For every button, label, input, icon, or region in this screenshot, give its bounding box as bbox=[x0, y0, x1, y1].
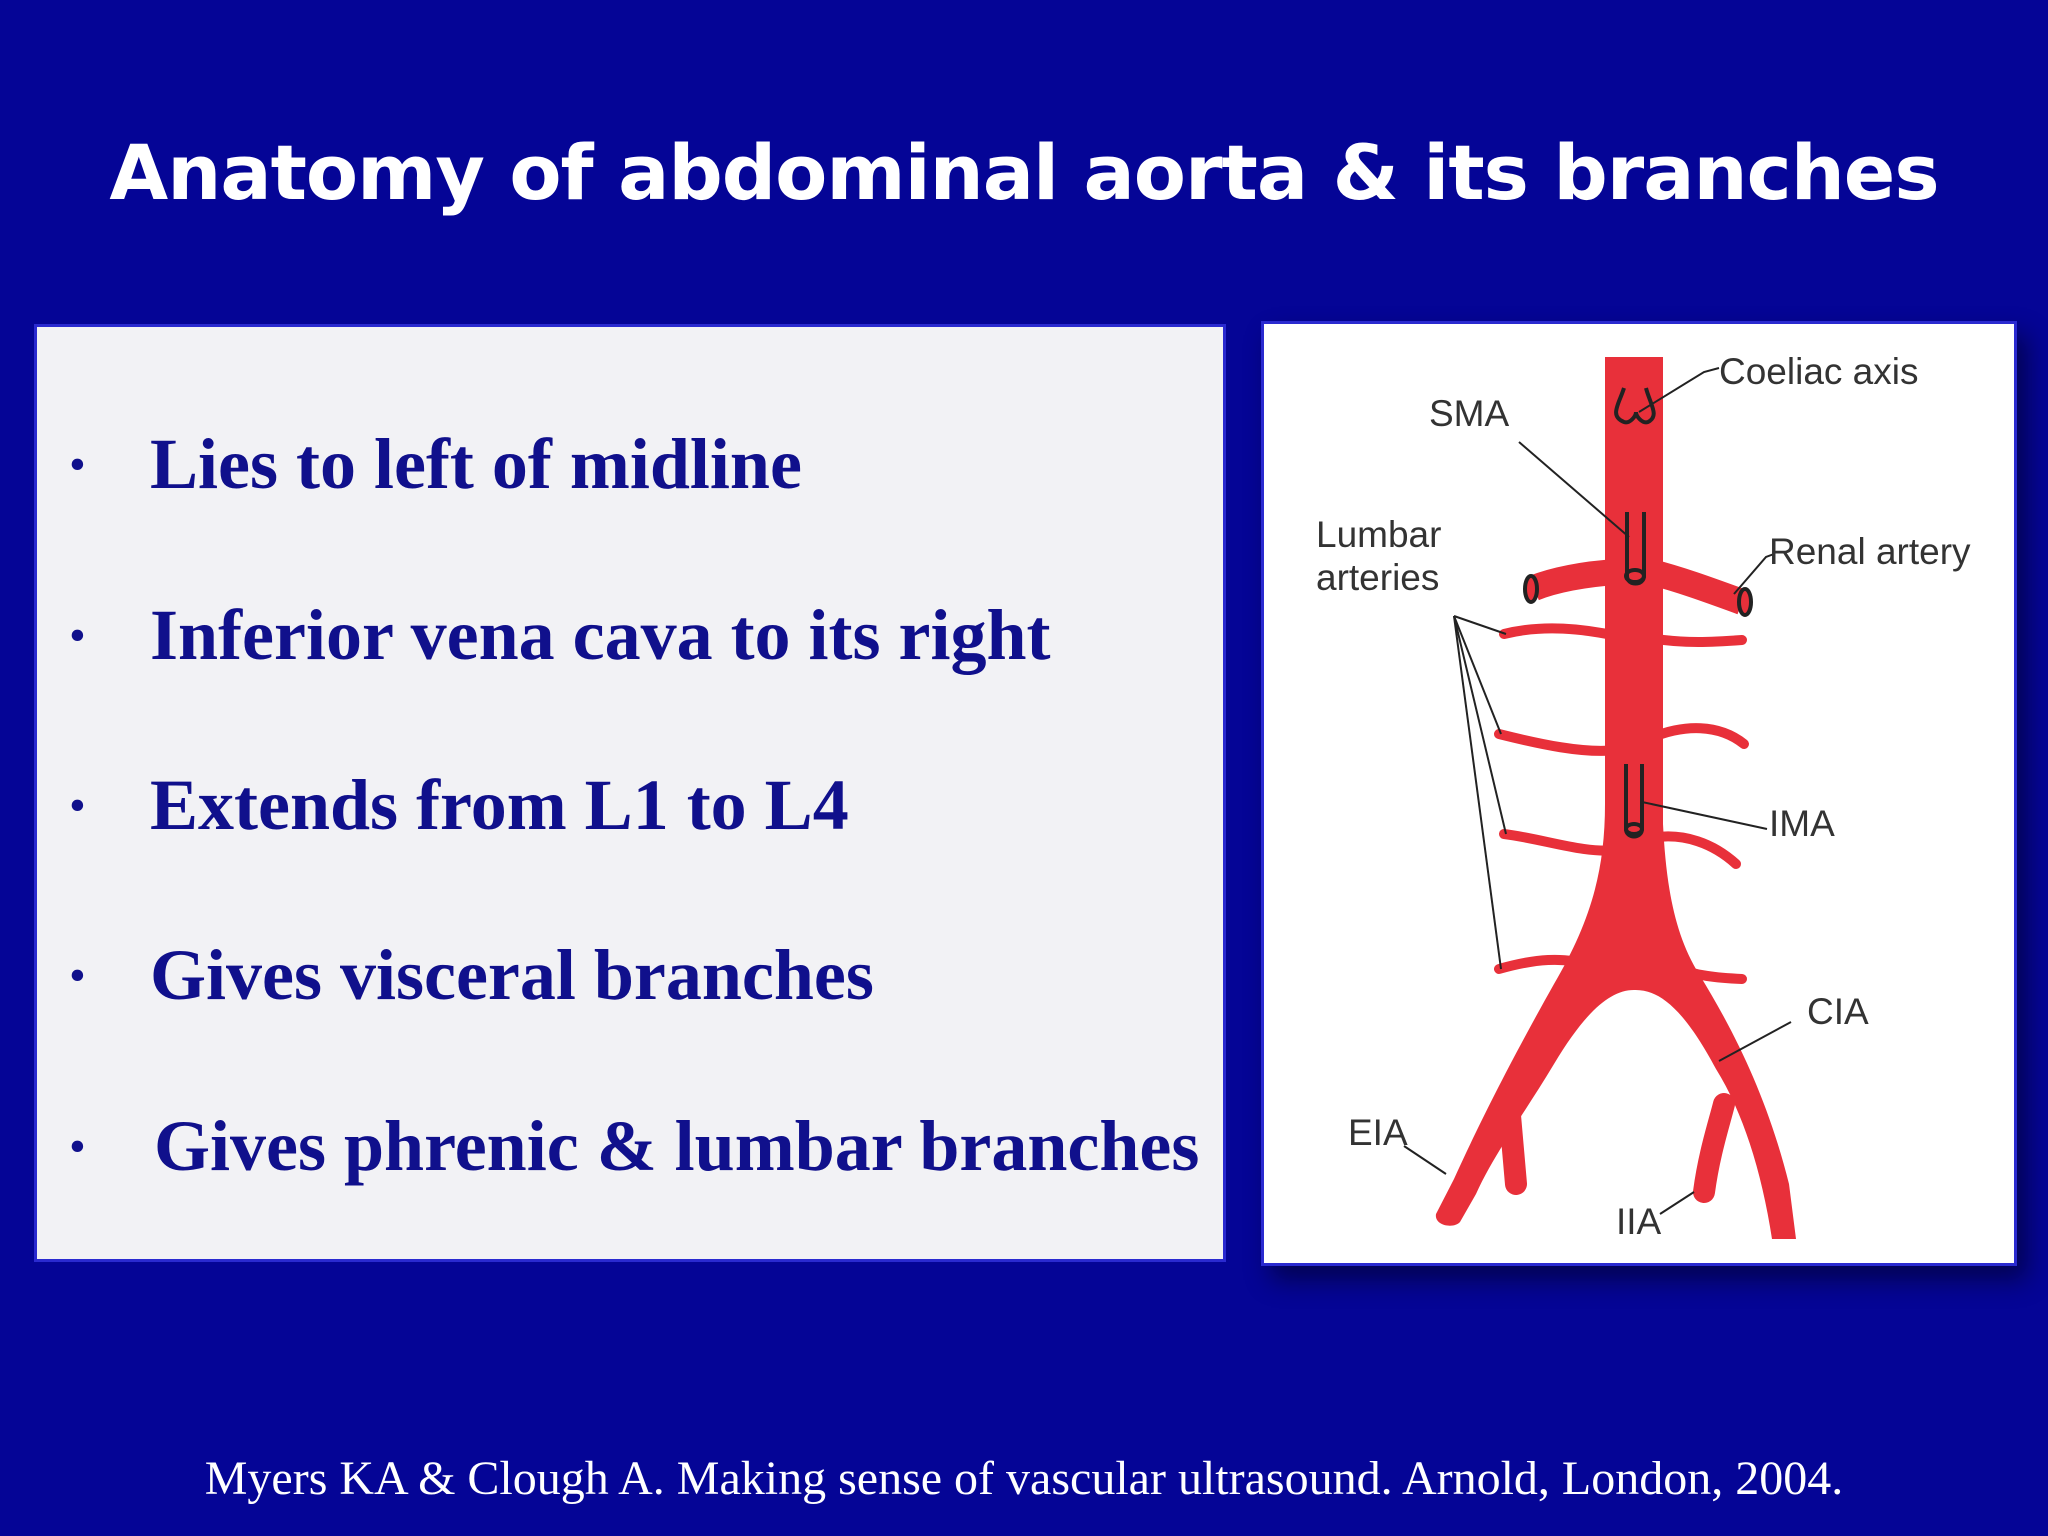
slide-title: Anatomy of abdominal aorta & its branche… bbox=[109, 128, 1939, 217]
bullet-item-3: • Extends from L1 to L4 bbox=[57, 764, 849, 847]
label-eia: EIA bbox=[1348, 1112, 1408, 1153]
bullet-text: Inferior vena cava to its right bbox=[150, 595, 1051, 675]
internal-iliac-left bbox=[1498, 1093, 1527, 1195]
label-sma: SMA bbox=[1429, 393, 1510, 434]
citation: Myers KA & Clough A. Making sense of vas… bbox=[204, 1452, 1844, 1505]
label-lumbar-line2: arteries bbox=[1316, 557, 1439, 598]
iia-leader-line bbox=[1659, 1191, 1695, 1215]
label-coeliac-axis: Coeliac axis bbox=[1719, 351, 1918, 392]
branch-origins bbox=[1614, 387, 1656, 839]
lumbar-leader-line-3 bbox=[1453, 615, 1507, 835]
renal-artery-right bbox=[1647, 559, 1747, 615]
cia-leader-line bbox=[1718, 1021, 1792, 1062]
lumbar-artery-right-1 bbox=[1646, 633, 1747, 647]
leader-lines bbox=[1403, 367, 1792, 1215]
bullet-text: Extends from L1 to L4 bbox=[150, 765, 849, 845]
renal-artery-left bbox=[1529, 559, 1618, 601]
aorta-diagram-panel: Coeliac axis SMA Lumbar arteries Renal a… bbox=[1261, 321, 2017, 1266]
lumbar-artery-left-2 bbox=[1494, 729, 1622, 756]
label-cia: CIA bbox=[1807, 991, 1869, 1032]
ima-leader-line bbox=[1641, 801, 1768, 830]
label-renal-artery: Renal artery bbox=[1769, 531, 1971, 572]
bullet-dot-icon: • bbox=[69, 438, 86, 491]
lumbar-artery-right-2 bbox=[1646, 723, 1749, 749]
bullet-dot-icon: • bbox=[69, 949, 86, 1002]
lumbar-artery-left-1 bbox=[1499, 623, 1622, 641]
bullet-item-4: • Gives visceral branches bbox=[57, 934, 874, 1017]
bullet-dot-icon: • bbox=[69, 609, 86, 662]
bullet-panel: • Lies to left of midline • Inferior ven… bbox=[34, 324, 1226, 1262]
bullet-dot-icon: • bbox=[69, 1120, 86, 1173]
label-ima: IMA bbox=[1769, 803, 1835, 844]
lumbar-leader-line-1 bbox=[1453, 615, 1507, 635]
coeliac-axis-origin bbox=[1614, 387, 1656, 425]
lumbar-leader-line-2 bbox=[1453, 615, 1502, 735]
sma-origin-end bbox=[1624, 568, 1646, 584]
renal-artery-left-end bbox=[1523, 574, 1539, 604]
bullet-item-2: • Inferior vena cava to its right bbox=[57, 594, 1051, 677]
lumbar-leader-line-4 bbox=[1453, 615, 1502, 970]
bullet-text: Lies to left of midline bbox=[150, 424, 802, 504]
renal-leader-line bbox=[1733, 553, 1775, 595]
bullet-text: Gives phrenic & lumbar branches bbox=[154, 1106, 1200, 1186]
ima-origin-end bbox=[1624, 822, 1644, 836]
label-iia: IIA bbox=[1616, 1201, 1662, 1242]
aorta-trunk bbox=[1435, 357, 1796, 1239]
sma-leader-line bbox=[1518, 441, 1630, 538]
bullet-text: Gives visceral branches bbox=[150, 935, 874, 1015]
coeliac-leader-line bbox=[1638, 367, 1720, 413]
lumbar-artery-left-3 bbox=[1499, 829, 1622, 856]
aorta-diagram: Coeliac axis SMA Lumbar arteries Renal a… bbox=[1316, 351, 1971, 1242]
bullet-dot-icon: • bbox=[69, 779, 86, 832]
bullet-item-1: • Lies to left of midline bbox=[57, 423, 802, 506]
renal-artery-right-end bbox=[1737, 587, 1753, 617]
internal-iliac-right bbox=[1693, 1093, 1735, 1203]
label-lumbar-line1: Lumbar bbox=[1316, 514, 1441, 555]
eia-leader-line bbox=[1403, 1145, 1447, 1175]
bullet-item-5: • Gives phrenic & lumbar branches bbox=[57, 1105, 1199, 1188]
